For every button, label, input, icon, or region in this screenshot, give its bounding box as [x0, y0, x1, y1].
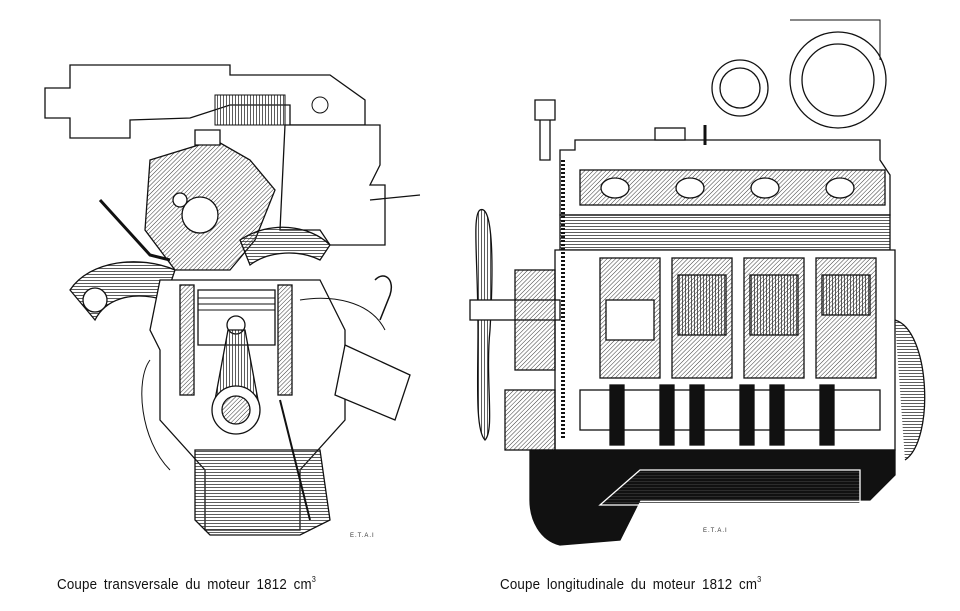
oil-filler-cap [194, 129, 221, 146]
crank-web [739, 384, 755, 446]
intake-grille [214, 94, 286, 126]
oil-filler [654, 127, 686, 141]
crank-pulley [504, 389, 556, 451]
cylinder-wall [179, 284, 195, 396]
crankshaft [579, 389, 881, 431]
cylinder-wall [277, 284, 293, 396]
dipstick [279, 399, 311, 521]
oil-sump-interior [598, 469, 861, 506]
air-filter-bracket [790, 19, 881, 60]
crank-web [819, 384, 835, 446]
cam-lobe [600, 177, 630, 199]
caption-transverse-section: Coupe transversale du moteur 1812 cm3 [57, 575, 316, 593]
crank-web [609, 384, 625, 446]
caption-superscript: 3 [757, 575, 762, 584]
block-outline-detail [299, 297, 386, 331]
pushrod-tube [98, 198, 171, 262]
caption-superscript: 3 [311, 575, 317, 584]
cam-lobe [825, 177, 855, 199]
signature-left: E.T.A.I [350, 533, 375, 539]
intake-runner [239, 226, 331, 267]
piston [821, 274, 871, 316]
crank-web [689, 384, 705, 446]
crank-web [769, 384, 785, 446]
oil-pan [194, 449, 331, 536]
cam-lobe [675, 177, 705, 199]
piston-rings [198, 297, 275, 311]
cylinder-head [559, 214, 891, 251]
piston [605, 299, 655, 341]
oil-filter [334, 344, 411, 421]
signature-right: E.T.A.I [703, 528, 728, 534]
air-filter-large [789, 31, 887, 129]
exhaust-flange [82, 287, 108, 313]
block-outline-detail [141, 359, 171, 471]
rocker-shaft [172, 192, 188, 208]
air-intake [44, 64, 366, 139]
air-filter-small-inner [719, 67, 761, 109]
carburetor-housing [279, 124, 386, 246]
camshaft [181, 196, 219, 234]
caption-text: Coupe transversale du moteur 1812 cm [57, 577, 312, 593]
crank-web [659, 384, 675, 446]
distributor [534, 99, 556, 161]
longitudinal-section-drawing [469, 19, 926, 546]
throttle-linkage [369, 194, 421, 201]
piston [749, 274, 799, 336]
crank-pin [221, 395, 251, 425]
cam-lobe [750, 177, 780, 199]
piston [677, 274, 727, 336]
dipstick-handle [374, 275, 392, 321]
flywheel [894, 319, 926, 461]
caption-text: Coupe longitudinale du moteur 1812 cm [500, 577, 758, 593]
fan-blade [475, 208, 493, 441]
intake-port [311, 96, 329, 114]
transverse-section-drawing [44, 64, 421, 536]
caption-longitudinal-section: Coupe longitudinale du moteur 1812 cm3 [500, 575, 761, 593]
water-pump [514, 269, 556, 371]
air-filter-large-inner [801, 43, 875, 117]
